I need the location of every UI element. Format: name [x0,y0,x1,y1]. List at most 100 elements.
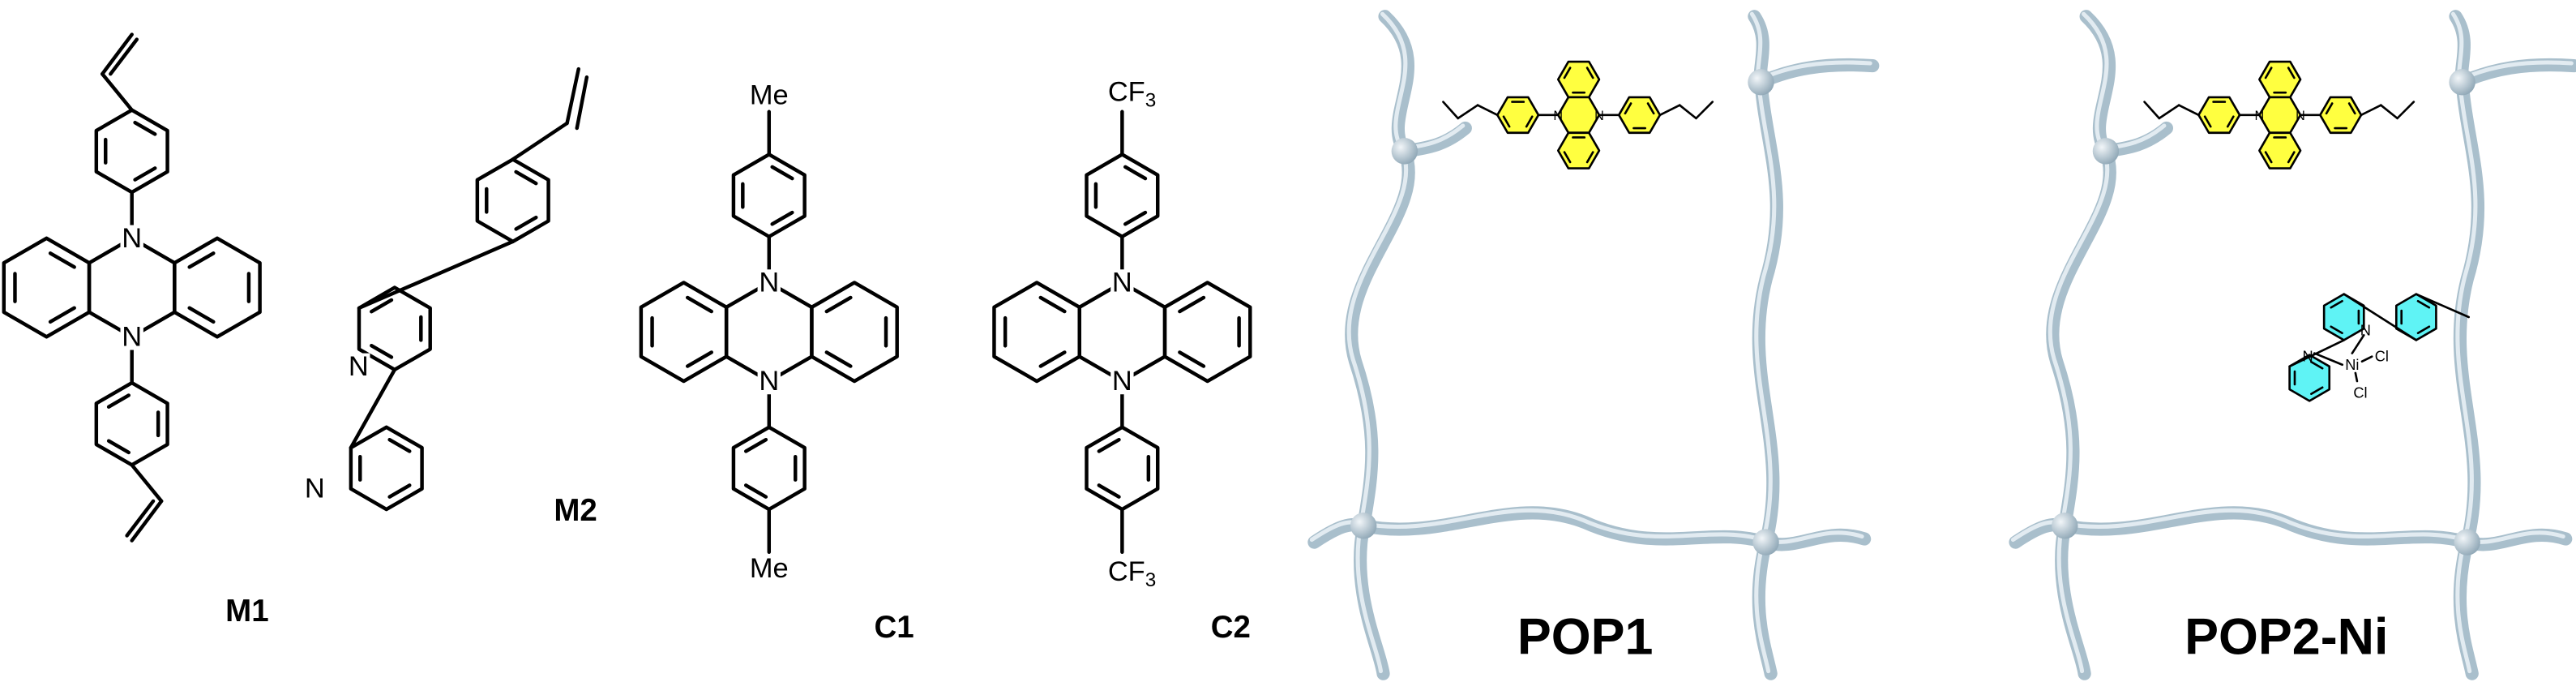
atom-label-mask [757,555,781,582]
bond [2325,102,2334,115]
bond [100,32,134,76]
label-c2: C2 [1211,610,1251,645]
bond [2347,102,2356,115]
ring [1162,281,1252,384]
bond [125,499,156,538]
nitrogen-label: N [2303,348,2313,365]
bond [1476,104,1499,117]
nitrogen-label: N [305,474,325,504]
bond [1658,104,1681,117]
nitrogen-label: N [2255,109,2265,123]
bond [387,483,412,499]
bond [187,306,216,324]
bond [1563,151,1572,164]
bond [1646,102,1655,115]
bond [2264,66,2273,79]
bond [1585,151,1594,164]
bond [2158,104,2180,120]
bond [2313,352,2344,367]
nickel-label: Ni [2345,356,2359,373]
bonds-layer [2,10,2576,680]
bond [370,298,394,314]
label-c1: C1 [874,610,914,645]
polymer-strand [2046,10,2116,680]
cf3-group-label: CF3 [1108,76,1156,111]
bond [770,210,794,226]
atom-label-mask [757,269,781,296]
bond [106,393,131,409]
bond [1624,102,1632,115]
bond [1038,350,1067,368]
bond [109,37,139,76]
atom-label-mask [303,475,327,502]
polymer-strand-highlight [2048,11,2110,674]
label-pop1: POP1 [1517,608,1654,665]
ring [2258,96,2302,135]
bond [387,437,412,453]
bond [2287,66,2296,79]
crosslink-node [2092,138,2120,165]
bond [824,295,853,314]
bond [514,215,538,231]
atom-label-mask [1110,269,1134,296]
bond [2310,386,2324,396]
bond [2416,299,2431,309]
bond [1123,165,1148,181]
bond [2379,104,2398,120]
crosslink-node [2052,513,2078,539]
atom-label-mask [120,225,143,251]
crosslink-node [2449,69,2475,96]
bond [1563,66,1572,79]
polymer-strand [1345,10,1415,680]
atom-label-mask [757,367,781,395]
bond [48,251,76,269]
bond [1678,104,1697,120]
bond [2310,360,2324,370]
bond [133,120,157,136]
bond [2351,333,2365,354]
bond [514,169,538,186]
bond [1525,115,1534,128]
bond [2330,299,2343,309]
bond [1502,115,1511,128]
nitrogen-label: N [2360,321,2371,338]
bond [2330,325,2343,335]
bond [130,499,164,543]
bond [187,251,216,269]
bond [2415,293,2471,319]
bond [1178,295,1206,314]
chloride-label: Cl [2353,384,2367,401]
bond [2343,293,2418,341]
crosslink-node [1391,138,1419,165]
bond [2354,371,2359,383]
atom-label-mask [1110,367,1134,395]
bond [48,306,76,324]
bond [349,367,397,450]
nitrogen-label: N [1112,366,1132,397]
bond [565,66,580,126]
label-m1: M1 [225,594,268,629]
bond [2396,101,2416,120]
bond [575,75,589,131]
nitrogen-label: N [349,351,369,382]
bond [2177,104,2200,117]
bond [743,483,768,499]
bond [100,71,134,112]
bond [1038,295,1067,314]
bond [2360,104,2382,117]
bond [1097,483,1121,499]
bond [357,239,515,311]
bond [1097,437,1121,453]
ring [731,152,807,238]
polymer-strand-highlight [1346,11,1409,674]
nitrogen-label: N [1594,109,1604,123]
bond [824,350,853,368]
bond [685,295,714,314]
bond [2287,151,2296,164]
bond [1457,104,1479,120]
nitrogen-label: N [759,267,779,298]
ring [1556,96,1601,135]
bond [770,165,794,181]
ring [1085,152,1160,238]
nitrogen-label: N [1553,109,1563,123]
